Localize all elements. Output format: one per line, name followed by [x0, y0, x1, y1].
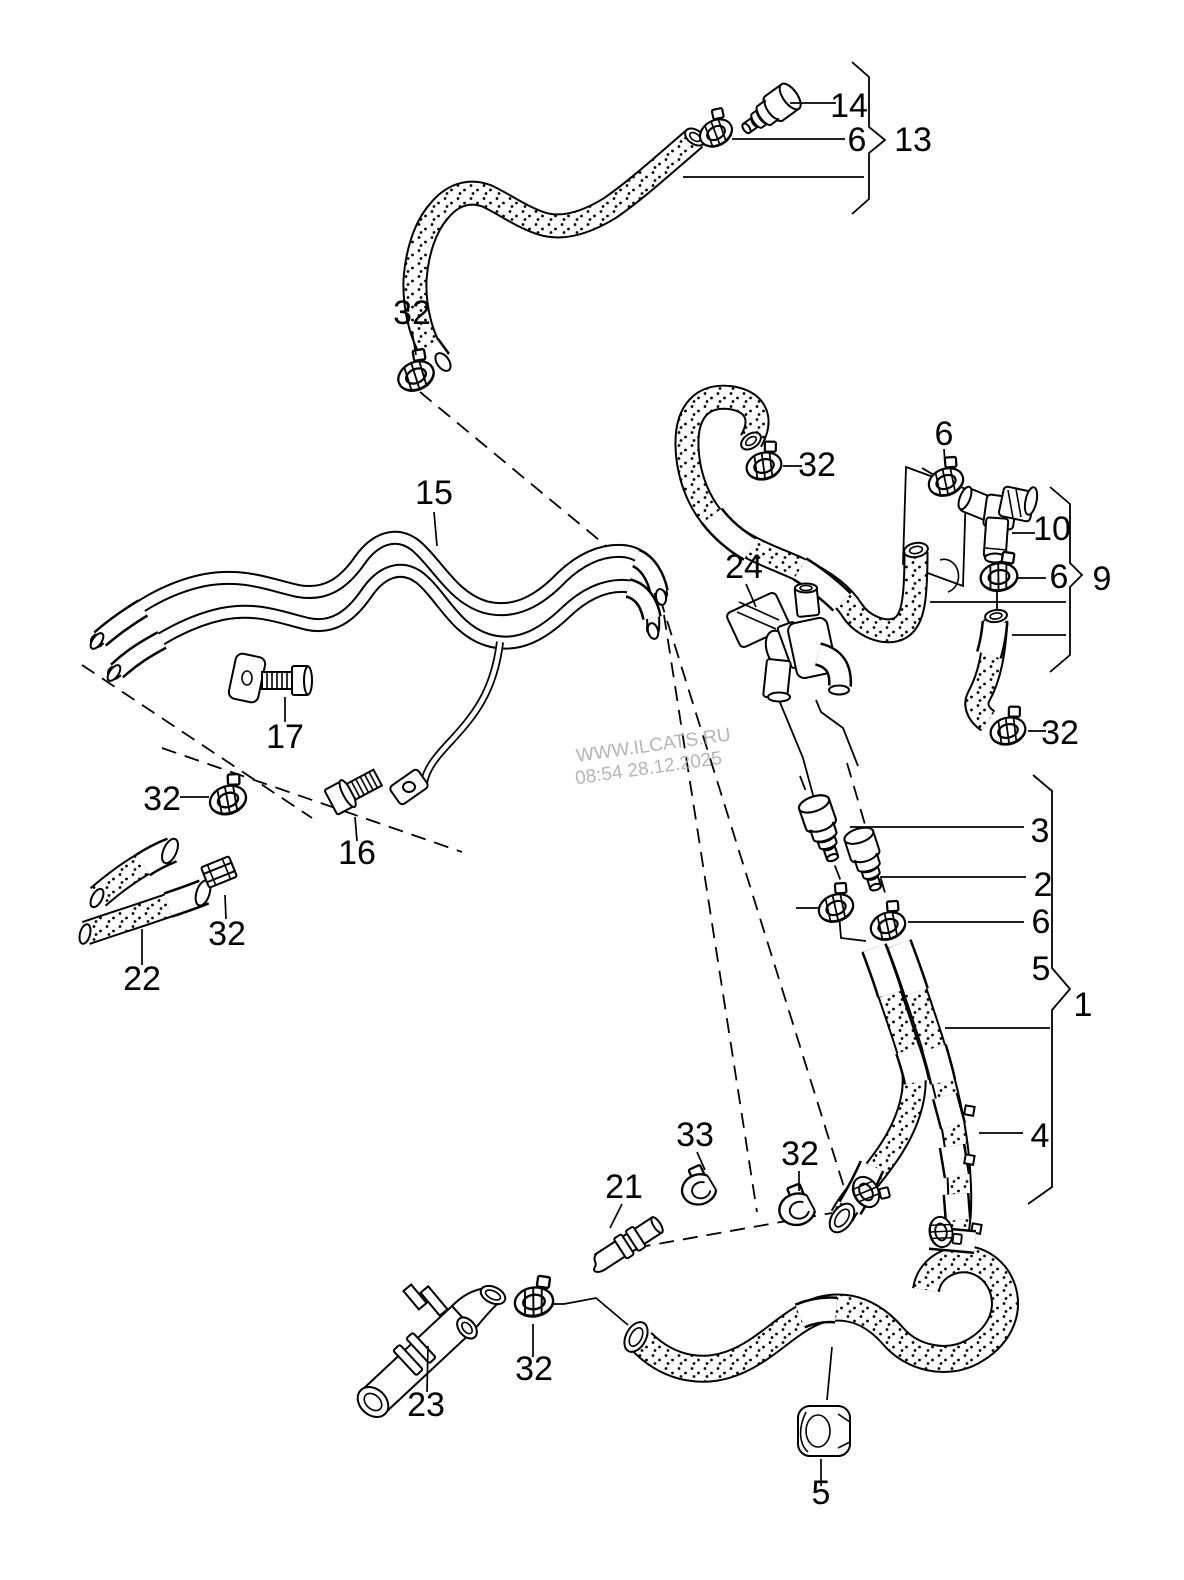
- part-label-32e: 32: [1041, 714, 1079, 752]
- part-label-15: 15: [415, 474, 453, 512]
- valve-24: [726, 582, 853, 703]
- part-label-32c: 32: [208, 915, 246, 953]
- valve-to-connector2-line: [815, 699, 859, 767]
- part-label-9: 9: [1093, 560, 1112, 598]
- part-label-17: 17: [266, 718, 304, 756]
- part-label-5a: 5: [1032, 950, 1051, 988]
- part-label-32f: 32: [781, 1135, 819, 1173]
- part-label-1: 1: [1074, 986, 1093, 1024]
- t-connector-10: [957, 485, 1039, 564]
- hose-22: [78, 837, 212, 945]
- bracket-13: [851, 61, 887, 215]
- part-label-32d: 32: [798, 446, 836, 484]
- pipe-fitting-23: [356, 1283, 507, 1418]
- part-label-10: 10: [1033, 510, 1071, 548]
- leader-lines: [141, 102, 1066, 1486]
- part-label-6c: 6: [1050, 558, 1069, 596]
- clamp-bracket-line: [838, 913, 867, 942]
- part-label-16: 16: [338, 834, 376, 872]
- part-label-13: 13: [894, 121, 932, 159]
- coolant-pipe-assembly-15: [89, 530, 669, 806]
- part-label-3: 3: [1031, 812, 1050, 850]
- hose-9: [964, 608, 1009, 732]
- pipe-21: [593, 1216, 664, 1273]
- retainer-clip-5: [797, 1405, 851, 1457]
- screw-17: [261, 665, 313, 696]
- part-label-32a: 32: [393, 294, 431, 332]
- construction-lines: [81, 391, 998, 1253]
- part-label-6a: 6: [848, 121, 867, 159]
- bracket-9: [1049, 486, 1084, 673]
- part-label-22: 22: [123, 960, 161, 998]
- part-label-6b: 6: [935, 415, 954, 453]
- part-label-21: 21: [605, 1168, 643, 1206]
- part-label-23: 23: [407, 1386, 445, 1424]
- part-label-32b: 32: [143, 780, 181, 818]
- bolt-16: [324, 768, 384, 816]
- part-label-33: 33: [676, 1116, 714, 1154]
- part-label-4: 4: [1031, 1117, 1050, 1155]
- bracket-1: [1027, 774, 1072, 1205]
- central-hose: [674, 384, 960, 644]
- part-label-6d: 6: [1032, 903, 1051, 941]
- part-label-5b: 5: [812, 1474, 831, 1512]
- grouping-brackets: [851, 61, 1084, 1205]
- clip-32-left: [200, 855, 238, 889]
- part-label-2: 2: [1034, 866, 1053, 904]
- part-label-14: 14: [830, 87, 868, 125]
- hose-13: [402, 127, 706, 372]
- part-label-32g: 32: [515, 1350, 553, 1388]
- part-label-24: 24: [725, 548, 763, 586]
